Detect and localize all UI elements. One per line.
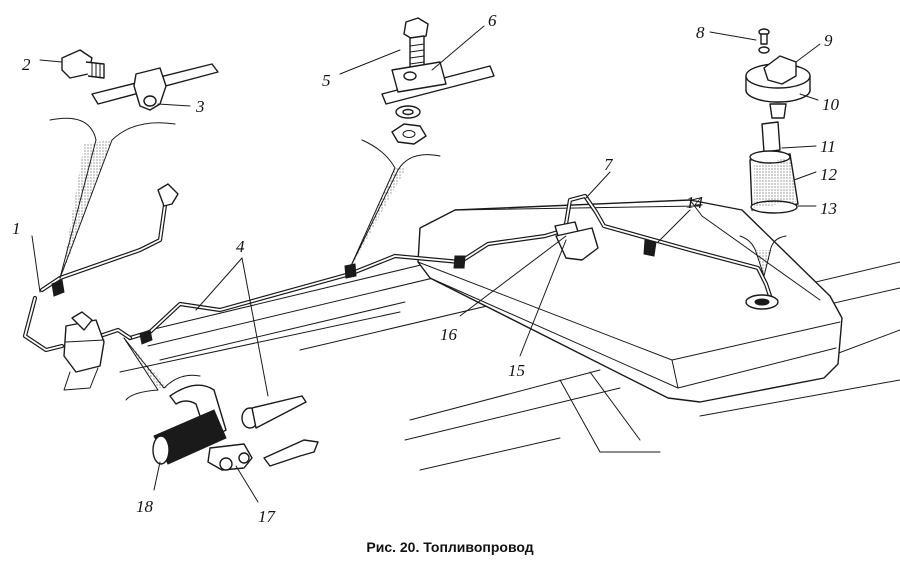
callout-10: 10: [822, 95, 840, 114]
pin-4: [241, 395, 307, 429]
callout-8: 8: [696, 23, 705, 42]
cotter-pin: [263, 439, 319, 467]
callout-3: 3: [195, 97, 205, 116]
bolt-2: [61, 49, 105, 79]
callout-15: 15: [508, 361, 525, 380]
callout-1: 1: [12, 219, 21, 238]
clamp-17-18: [152, 384, 253, 471]
leader-brackets: [49, 117, 787, 401]
callout-16: 16: [440, 325, 458, 344]
filter-11-12-13: [749, 121, 799, 214]
figure-caption: Рис. 20. Топливопровод: [366, 539, 533, 555]
callout-2: 2: [22, 55, 31, 74]
fuel-pump: [63, 311, 105, 391]
callout-11: 11: [820, 137, 836, 156]
clip-3: [91, 63, 219, 111]
callout-18: 18: [136, 497, 154, 516]
callout-13: 13: [820, 199, 837, 218]
callout-6: 6: [488, 11, 497, 30]
callout-12: 12: [820, 165, 838, 184]
callout-numbers: 1 2 3 4 5 6 7 8 9 10 11 12 13 14 15 16 1…: [12, 11, 840, 526]
callout-leaders: [31, 25, 821, 503]
fuel-tank: [417, 199, 843, 403]
callout-4: 4: [236, 237, 245, 256]
callout-5: 5: [322, 71, 331, 90]
tank-outlet: [745, 294, 779, 310]
fuel-pipe: [22, 192, 773, 353]
callout-14: 14: [686, 193, 704, 212]
clamp-assembly-6: [381, 17, 495, 145]
screw-8: [758, 28, 770, 54]
callout-17: 17: [258, 507, 277, 526]
callout-7: 7: [604, 155, 614, 174]
callout-9: 9: [824, 31, 833, 50]
elbow-fitting: [157, 183, 179, 207]
sender-cap-9-10: [745, 55, 811, 119]
